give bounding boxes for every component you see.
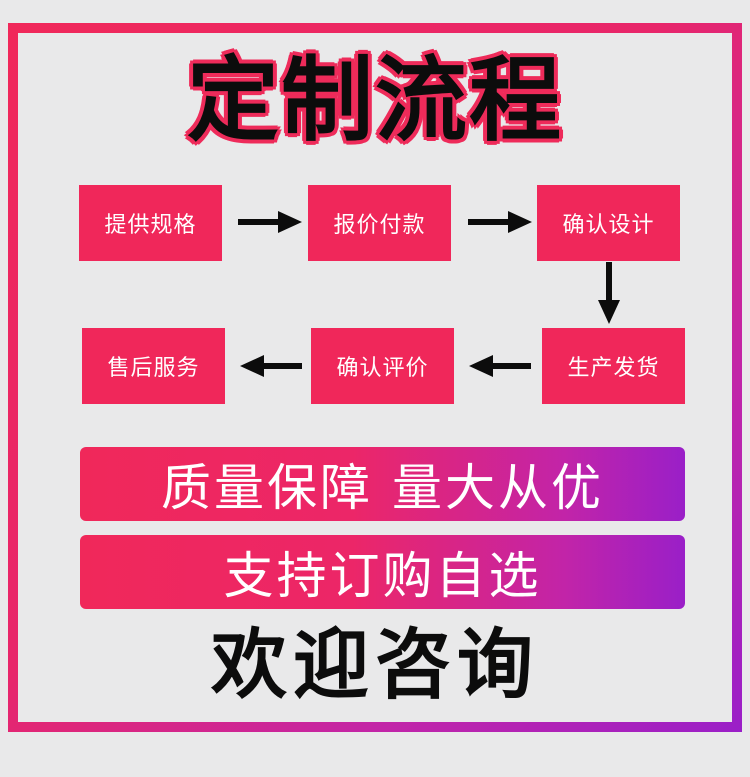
banner-quality-guarantee: 质量保障 量大从优 bbox=[80, 447, 685, 521]
step-provide-specs: 提供规格 bbox=[79, 185, 222, 261]
page-title: 定制流程 bbox=[186, 47, 563, 154]
step-confirm-design: 确认设计 bbox=[537, 185, 680, 261]
arrow-right-icon bbox=[468, 211, 532, 233]
banner-custom-order: 支持订购自选 bbox=[80, 535, 685, 609]
step-production-shipping: 生产发货 bbox=[542, 328, 685, 404]
arrow-right-icon bbox=[238, 211, 302, 233]
arrow-left-icon bbox=[469, 355, 531, 377]
step-after-sales: 售后服务 bbox=[82, 328, 225, 404]
welcome-inquiry-text: 欢迎咨询 bbox=[211, 620, 539, 709]
step-confirm-review: 确认评价 bbox=[311, 328, 454, 404]
arrow-down-icon bbox=[598, 262, 620, 324]
step-quote-payment: 报价付款 bbox=[308, 185, 451, 261]
arrow-left-icon bbox=[240, 355, 302, 377]
